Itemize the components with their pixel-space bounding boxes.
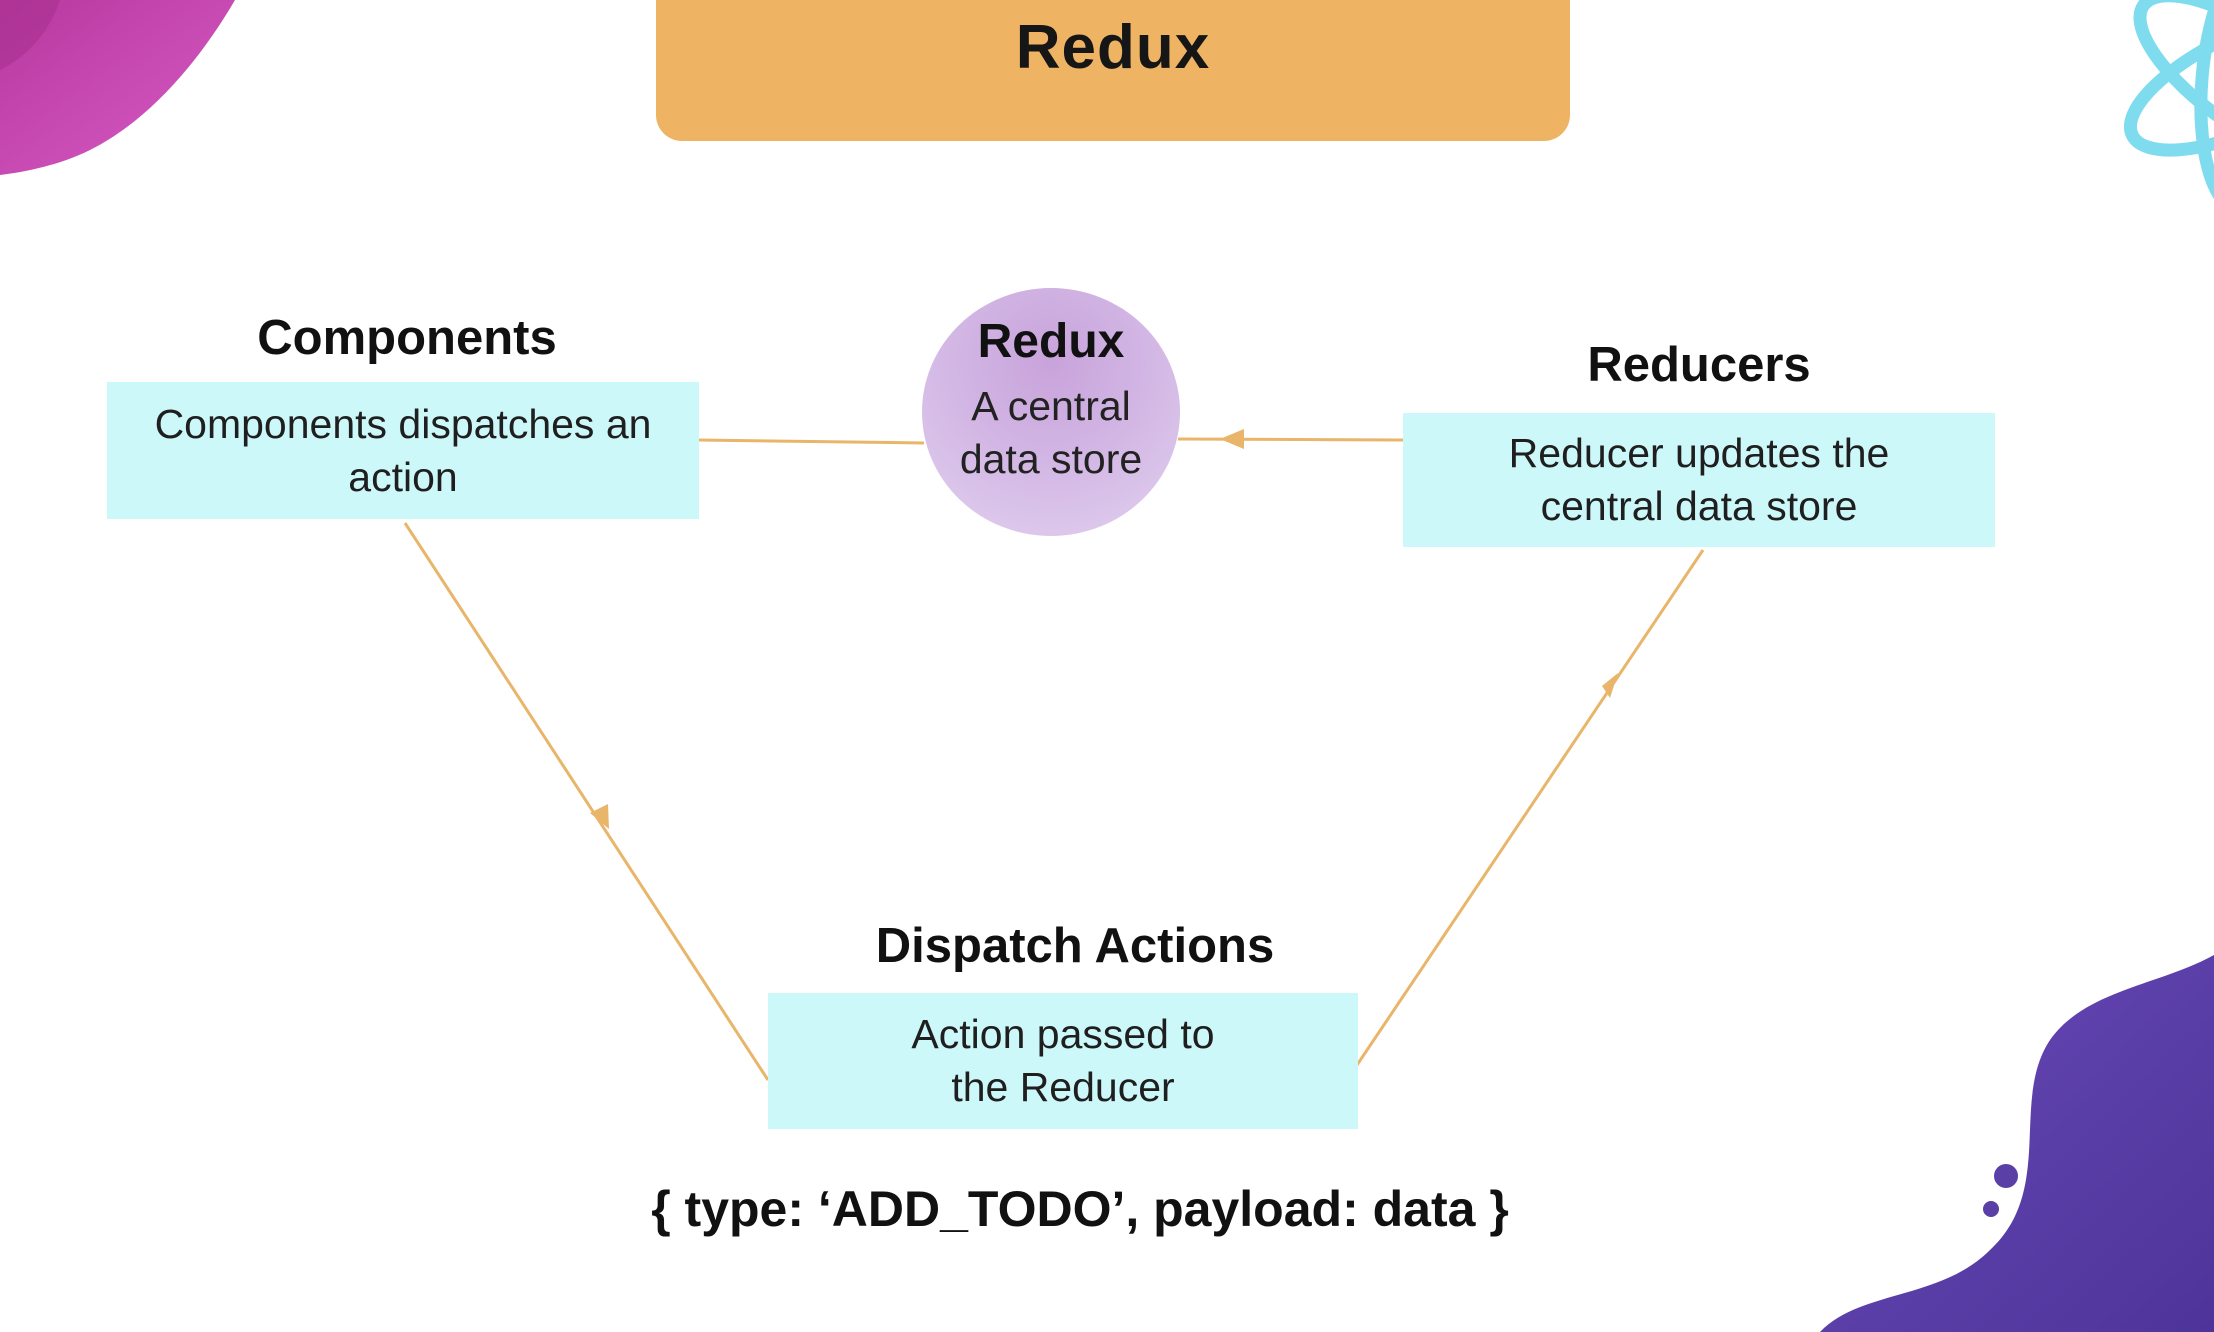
connector-reducers-store <box>1177 437 1404 442</box>
components-heading: Components <box>257 311 557 365</box>
store-title: Redux <box>977 315 1125 368</box>
reducers-box: Reducer updates the central data store <box>1403 413 1995 547</box>
dispatch-heading: Dispatch Actions <box>875 919 1275 973</box>
blob-top-left <box>0 0 235 175</box>
connector-components-store <box>697 438 925 445</box>
components-box: Components dispatches an action <box>107 382 699 519</box>
action-example: { type: ‘ADD_TODO’, payload: data } <box>651 1181 1509 1237</box>
dispatch-box: Action passed to the Reducer <box>768 993 1358 1129</box>
connector-components-dispatch <box>403 522 770 1081</box>
arrowhead-up-to-reducers <box>1602 673 1618 698</box>
dispatch-description: Action passed to the Reducer <box>911 1011 1215 1110</box>
reducers-heading: Reducers <box>1587 338 1811 392</box>
reducers-description: Reducer updates the central data store <box>1508 430 1890 529</box>
arrowhead-into-store <box>1220 429 1244 449</box>
arrowheads <box>590 429 1618 829</box>
blob-bottom-right <box>1820 955 2214 1332</box>
title-banner: Redux <box>656 0 1570 141</box>
store-node: Redux A central data store <box>922 288 1180 536</box>
connectors <box>403 437 1705 1081</box>
page-title: Redux <box>1015 13 1211 82</box>
react-logo-icon <box>2123 0 2214 217</box>
components-description: Components dispatches an action <box>154 400 652 500</box>
store-description: A central data store <box>959 383 1143 482</box>
arrowhead-down-to-dispatch <box>590 804 609 829</box>
connector-dispatch-reducers <box>1355 549 1705 1066</box>
